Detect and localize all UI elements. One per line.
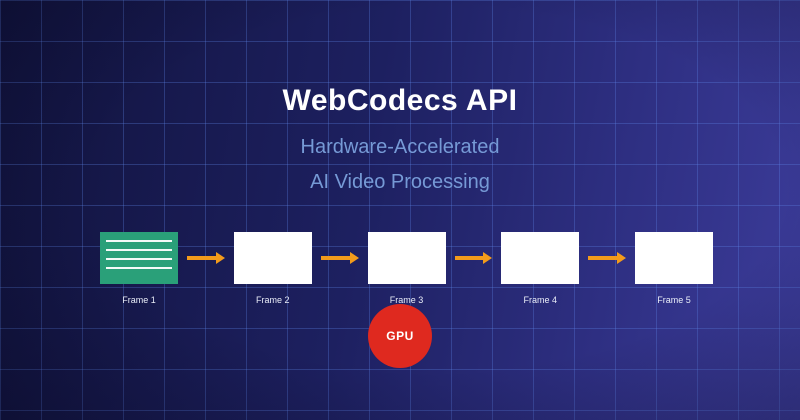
arrow-right-icon [187, 252, 225, 264]
gpu-circle: GPU [368, 304, 432, 368]
arrow-cell [446, 252, 502, 264]
frame-box [501, 232, 580, 284]
video-content-lines-icon [106, 240, 172, 276]
frame-label: Frame 3 [389, 295, 424, 305]
frame-group-4: Frame 4 [501, 232, 580, 305]
source-frame-box [100, 232, 178, 284]
frame-box [233, 232, 312, 284]
arrow-right-icon [454, 252, 492, 264]
frame-label: Frame 2 [255, 295, 290, 305]
frame-label: Frame 1 [122, 295, 156, 305]
frame-box [635, 232, 713, 284]
arrow-cell [312, 252, 368, 264]
frame-pipeline: Frame 1 Frame 2 Frame 3 Frame 4 [100, 232, 713, 305]
arrow-cell [579, 252, 635, 264]
diagram-title: WebCodecs API [282, 84, 518, 117]
frame-group-3: Frame 3 [367, 232, 446, 305]
frame-label: Frame 4 [523, 295, 557, 305]
gpu-label: GPU [386, 329, 414, 343]
frame-box [367, 232, 446, 284]
arrow-right-icon [320, 252, 359, 264]
arrow-right-icon [588, 252, 626, 264]
frame-group-1: Frame 1 [100, 232, 178, 305]
frame-group-2: Frame 2 [233, 232, 312, 305]
diagram-header: WebCodecs API Hardware-Accelerated AI Vi… [0, 84, 800, 194]
frame-group-5: Frame 5 [635, 232, 713, 305]
frame-label: Frame 5 [657, 295, 691, 305]
subtitle-line-2: AI Video Processing [310, 171, 490, 193]
arrow-cell [178, 252, 234, 264]
subtitle-line-1: Hardware-Accelerated [300, 136, 500, 158]
